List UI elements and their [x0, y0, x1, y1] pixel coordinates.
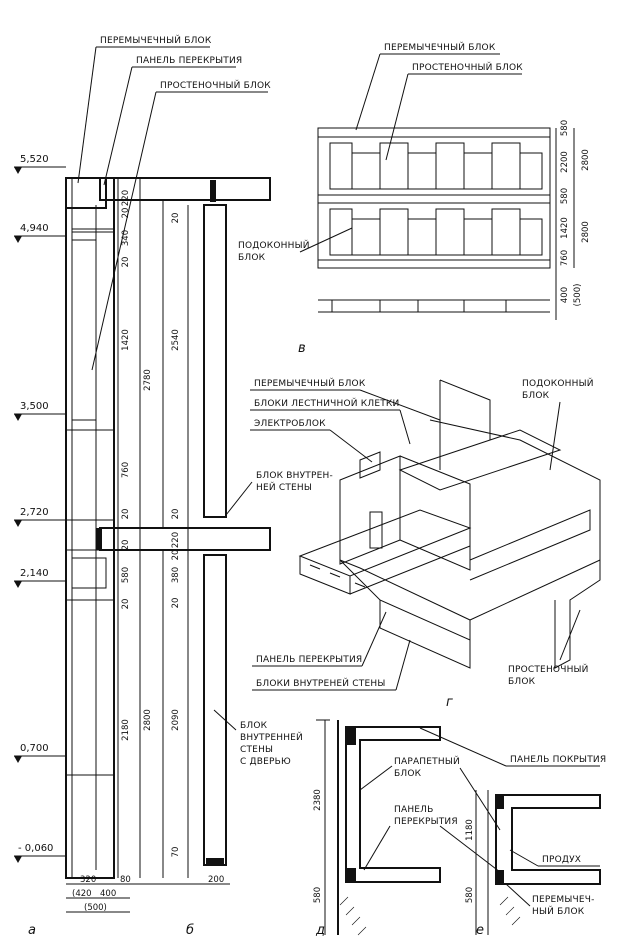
dim-340: 340 [121, 230, 131, 246]
label-door-wall-3: СТЕНЫ [240, 745, 273, 755]
dim-b-20: 20 [171, 213, 181, 224]
dim-b-70: 70 [171, 847, 181, 858]
dim-b-2540: 2540 [171, 329, 181, 351]
label-inner-wall-g: БЛОКИ ВНУТРЕНЕЙ СТЕНЫ [256, 677, 385, 689]
dim-v-580: 580 [560, 120, 570, 136]
letter-v: в [298, 341, 306, 356]
vertical-dims-b: 20 2540 20 20 220 380 20 2090 70 [171, 213, 181, 858]
dim-2780: 2780 [143, 369, 153, 391]
label-floor-panel-e-2: ПЕРЕКРЫТИЯ [394, 817, 458, 827]
dim-b-20b: 20 [171, 509, 181, 520]
dims-d: 2380 580 [313, 789, 323, 903]
label-lintel-e-2: НЫЙ БЛОК [532, 905, 585, 917]
dim-d-580: 580 [313, 887, 323, 903]
dim-b-20c: 20 [171, 550, 181, 561]
dim-220: 220 [121, 190, 131, 206]
dim-v-2200: 2200 [560, 151, 570, 173]
label-pier-g-1: ПРОСТЕНОЧНЫЙ [508, 663, 589, 675]
level-2140: 2,140 [20, 568, 49, 579]
vertical-dims-a: 220 20 340 20 1420 760 20 20 580 20 2180… [121, 190, 153, 741]
dim-580: 580 [121, 567, 131, 583]
label-sill-g-1: ПОДОКОННЫЙ [522, 377, 594, 389]
vertical-dims-v: 580 2200 580 1420 760 2800 2800 400 (500… [560, 120, 591, 307]
letter-g: г [446, 695, 453, 710]
dim-1420: 1420 [121, 329, 131, 351]
dim-80: 80 [120, 875, 131, 885]
dim-2180: 2180 [121, 719, 131, 741]
label-sill-v-2: БЛОК [238, 253, 266, 263]
dim-500: (500) [84, 903, 107, 913]
detail-e: 1180 580 ПАНЕЛЬ ПОКРЫТИЯ ПАРАПЕТНЫЙ БЛОК… [359, 727, 606, 938]
label-sill-v-1: ПОДОКОННЫЙ [238, 239, 310, 251]
dim-v-1420: 1420 [560, 217, 570, 239]
dim-20b: 20 [121, 257, 131, 268]
label-floor-panel-e-1: ПАНЕЛЬ [394, 805, 434, 815]
dim-b-380: 380 [171, 567, 181, 583]
dim-b-20d: 20 [171, 598, 181, 609]
label-pier-g-2: БЛОК [508, 677, 536, 687]
letter-d: д [315, 923, 325, 938]
label-lintel-a: ПЕРЕМЫЧЕЧНЫЙ БЛОК [100, 34, 212, 46]
letter-a: а [28, 923, 36, 938]
label-electro-g: ЭЛЕКТРОБЛОК [254, 419, 326, 429]
dim-v-500: (500) [573, 284, 583, 307]
level-4940: 4,940 [20, 223, 49, 234]
dim-v-400: 400 [560, 287, 570, 303]
dim-2800: 2800 [143, 709, 153, 731]
dim-v-760: 760 [560, 250, 570, 266]
label-floor-panel-a: ПАНЕЛЬ ПЕРЕКРЫТИЯ [136, 56, 242, 66]
label-door-wall-2: ВНУТРЕННЕЙ [240, 731, 303, 743]
label-door-wall-4: С ДВЕРЬЮ [240, 757, 291, 767]
dim-v-2800: 2800 [581, 149, 591, 171]
label-inner-wall-2: НЕЙ СТЕНЫ [256, 481, 312, 493]
level-0700: 0,700 [20, 743, 49, 754]
label-lintel-e-1: ПЕРЕМЫЧЕЧ- [532, 895, 595, 905]
label-pier-v: ПРОСТЕНОЧНЫЙ БЛОК [412, 61, 523, 73]
label-door-wall-1: БЛОК [240, 721, 268, 731]
dim-v-580b: 580 [560, 188, 570, 204]
label-lintel-g: ПЕРЕМЫЧЕЧНЫЙ БЛОК [254, 377, 366, 389]
dim-b-220: 220 [171, 532, 181, 548]
label-floor-panel-g: ПАНЕЛЬ ПЕРЕКРЫТИЯ [256, 655, 362, 665]
label-parapet-2: БЛОК [394, 769, 422, 779]
dim-20e: 20 [121, 599, 131, 610]
wall-section-a: 220 20 340 20 1420 760 20 20 580 20 2180… [14, 34, 333, 938]
letter-b: б [186, 923, 194, 938]
label-inner-wall-1: БЛОК ВНУТРЕН- [256, 471, 333, 481]
label-vent: ПРОДУХ [542, 855, 581, 865]
axonometry-g: ПЕРЕМЫЧЕЧНЫЙ БЛОК БЛОКИ ЛЕСТНИЧНОЙ КЛЕТК… [250, 377, 601, 710]
level-2720: 2,720 [20, 507, 49, 518]
dim-20d: 20 [121, 540, 131, 551]
level-0060: - 0,060 [18, 843, 53, 854]
label-roof-panel: ПАНЕЛЬ ПОКРЫТИЯ [510, 755, 606, 765]
dim-200: 200 [208, 875, 224, 885]
dim-e-580: 580 [465, 887, 475, 903]
dim-760: 760 [121, 462, 131, 478]
bottom-dims: 320 80 (420 400 (500) 200 [72, 875, 224, 913]
dim-400: 400 [100, 889, 116, 899]
letter-e: е [476, 923, 484, 938]
label-sill-g-2: БЛОК [522, 391, 550, 401]
dims-e: 1180 580 [465, 819, 475, 903]
level-marks: 5,520 4,940 3,500 2,720 2,140 0,700 - 0,… [14, 154, 66, 863]
dim-20c: 20 [121, 509, 131, 520]
elevation-v: 580 2200 580 1420 760 2800 2800 400 (500… [238, 41, 591, 356]
dim-e-1180: 1180 [465, 819, 475, 841]
dim-v-2800b: 2800 [581, 221, 591, 243]
level-5520: 5,520 [20, 154, 49, 165]
label-parapet-1: ПАРАПЕТНЫЙ [394, 755, 460, 767]
dim-b-2090: 2090 [171, 709, 181, 731]
label-pier-a: ПРОСТЕНОЧНЫЙ БЛОК [160, 79, 271, 91]
label-stair-g: БЛОКИ ЛЕСТНИЧНОЙ КЛЕТКИ [254, 397, 399, 409]
elevation-blocks [329, 142, 543, 256]
dim-20: 20 [121, 208, 131, 219]
detail-d: 2380 580 д [313, 719, 441, 938]
dim-320: 320 [80, 875, 96, 885]
dim-420: (420 [72, 889, 92, 899]
level-3500: 3,500 [20, 401, 49, 412]
dim-d-2380: 2380 [313, 789, 323, 811]
label-lintel-v: ПЕРЕМЫЧЕЧНЫЙ БЛОК [384, 41, 496, 53]
